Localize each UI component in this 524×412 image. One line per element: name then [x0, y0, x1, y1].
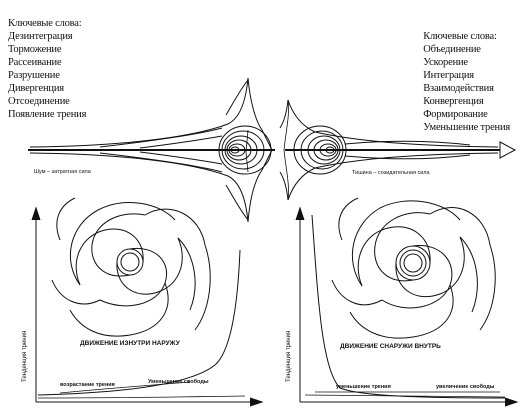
- left-keywords: Ключевые слова: Дезинтеграция Торможение…: [8, 17, 86, 121]
- right-axis-label: Тенденция трения: [286, 330, 292, 382]
- right-keyword: Интеграция: [423, 70, 474, 81]
- left-keyword: Рассеивание: [8, 57, 62, 68]
- left-keyword: Дезинтеграция: [8, 31, 73, 42]
- right-keyword: Ускорение: [423, 57, 468, 68]
- right-curves: [304, 214, 506, 399]
- left-curve-label-2: Уменьшение свободы: [148, 379, 209, 385]
- right-motion-caption: ДВИЖЕНИЕ СНАРУЖИ ВНУТРЬ: [340, 343, 441, 350]
- right-wake-caption: Тишина – созидательная сила: [352, 170, 430, 176]
- right-wake: [279, 99, 517, 201]
- right-keyword: Взаимодействия: [423, 83, 494, 94]
- right-spiral: [331, 197, 496, 339]
- left-curves: [37, 249, 246, 399]
- right-keywords: Ключевые слова: Объединение Ускорение Ин…: [423, 30, 510, 134]
- right-axes: [295, 206, 519, 407]
- left-keyword: Появление трения: [8, 109, 87, 120]
- right-keywords-title: Ключевые слова:: [423, 31, 497, 42]
- left-wake-caption: Шум – затратная сила: [34, 169, 91, 175]
- left-keywords-title: Ключевые слова:: [8, 18, 82, 29]
- left-motion-caption: ДВИЖЕНИЕ ИЗНУТРИ НАРУЖУ: [80, 340, 180, 347]
- left-keyword: Разрушение: [8, 70, 60, 81]
- left-curve-label-1: возрастание трения: [60, 382, 115, 388]
- right-keyword: Уменьшение трения: [423, 122, 510, 133]
- right-curve-label-2: увеличение свободы: [436, 384, 495, 390]
- left-spiral: [51, 197, 211, 337]
- left-keyword: Дивергенция: [8, 83, 64, 94]
- left-keyword: Торможение: [8, 44, 62, 55]
- left-axis-label: Тенденция трения: [22, 330, 28, 382]
- right-keyword: Объединение: [423, 44, 481, 55]
- left-wake: [28, 77, 275, 223]
- left-keyword: Отсоединение: [8, 96, 70, 107]
- right-keyword: Конвергенция: [423, 96, 484, 107]
- left-axes: [31, 206, 264, 407]
- right-keyword: Формирование: [423, 109, 488, 120]
- right-curve-label-1: уменьшение трения: [336, 384, 391, 390]
